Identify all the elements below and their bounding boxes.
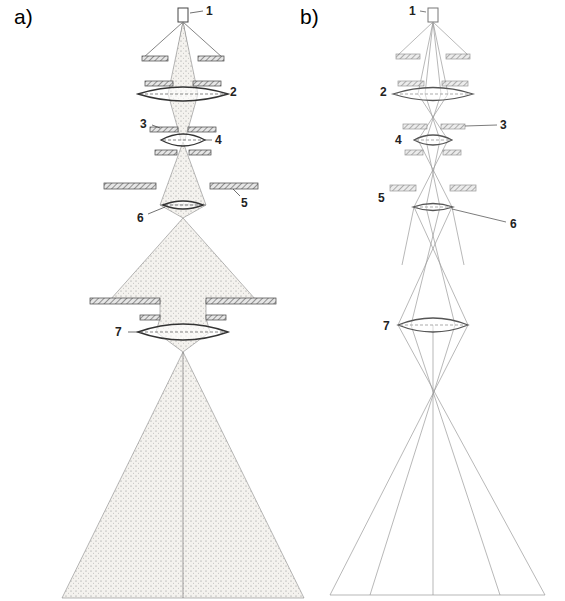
callout-number: 3 xyxy=(500,119,507,131)
callout-number: 6 xyxy=(137,212,144,224)
callout-number: 5 xyxy=(378,192,385,204)
callout-number: 1 xyxy=(206,5,213,17)
callout-number: 4 xyxy=(395,134,402,146)
panel-label: a) xyxy=(14,6,33,27)
callout-number: 3 xyxy=(140,118,147,130)
callout-number: 4 xyxy=(215,134,222,146)
panel-b xyxy=(330,8,545,595)
callout-number: 5 xyxy=(241,197,248,209)
callout-number: 7 xyxy=(383,320,390,332)
callout-number: 7 xyxy=(115,326,122,338)
callout-number: 2 xyxy=(380,86,387,98)
callout-number: 6 xyxy=(510,218,517,230)
panel-a xyxy=(62,8,304,598)
panel-label: b) xyxy=(300,6,319,27)
callout-number: 1 xyxy=(409,5,416,17)
callout-number: 2 xyxy=(230,86,237,98)
